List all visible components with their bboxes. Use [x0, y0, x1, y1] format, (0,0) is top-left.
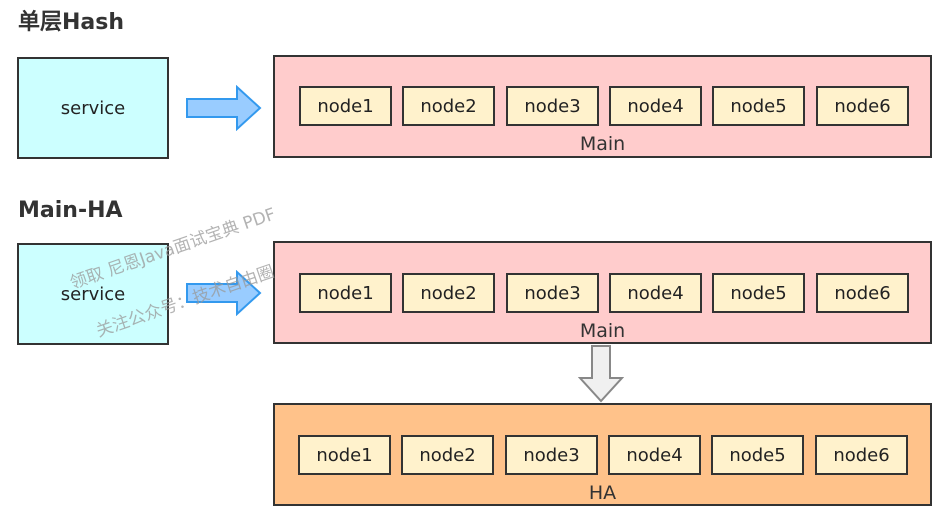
service-box: service — [17, 243, 169, 345]
node-box: node3 — [506, 273, 599, 313]
main-label: Main — [579, 133, 626, 155]
ha-label: HA — [588, 482, 617, 504]
right-arrow-icon — [186, 85, 262, 131]
node-box: node5 — [711, 435, 804, 475]
right-arrow-icon — [186, 270, 262, 316]
node-box: node2 — [402, 273, 495, 313]
ha-container: node1 node2 node3 node4 node5 node6 HA — [273, 403, 932, 506]
node-box: node6 — [815, 435, 908, 475]
node-box: node2 — [401, 435, 494, 475]
section2-title: Main-HA — [18, 198, 123, 223]
node-box: node3 — [506, 86, 599, 126]
node-box: node1 — [299, 273, 392, 313]
main-label: Main — [579, 320, 626, 342]
node-box: node3 — [505, 435, 598, 475]
node-box: node4 — [609, 273, 702, 313]
node-box: node6 — [816, 273, 909, 313]
down-arrow-icon — [578, 345, 624, 403]
node-box: node2 — [402, 86, 495, 126]
node-box: node1 — [298, 435, 391, 475]
node-box: node1 — [299, 86, 392, 126]
node-box: node4 — [609, 86, 702, 126]
section1-title: 单层Hash — [18, 10, 125, 35]
service-box: service — [17, 57, 169, 159]
node-box: node4 — [608, 435, 701, 475]
node-box: node5 — [712, 86, 805, 126]
node-box: node5 — [712, 273, 805, 313]
node-box: node6 — [816, 86, 909, 126]
main-container: node1 node2 node3 node4 node5 node6 Main — [273, 241, 932, 344]
main-container: node1 node2 node3 node4 node5 node6 Main — [273, 55, 932, 158]
service-label: service — [60, 97, 126, 119]
service-label: service — [60, 283, 126, 305]
